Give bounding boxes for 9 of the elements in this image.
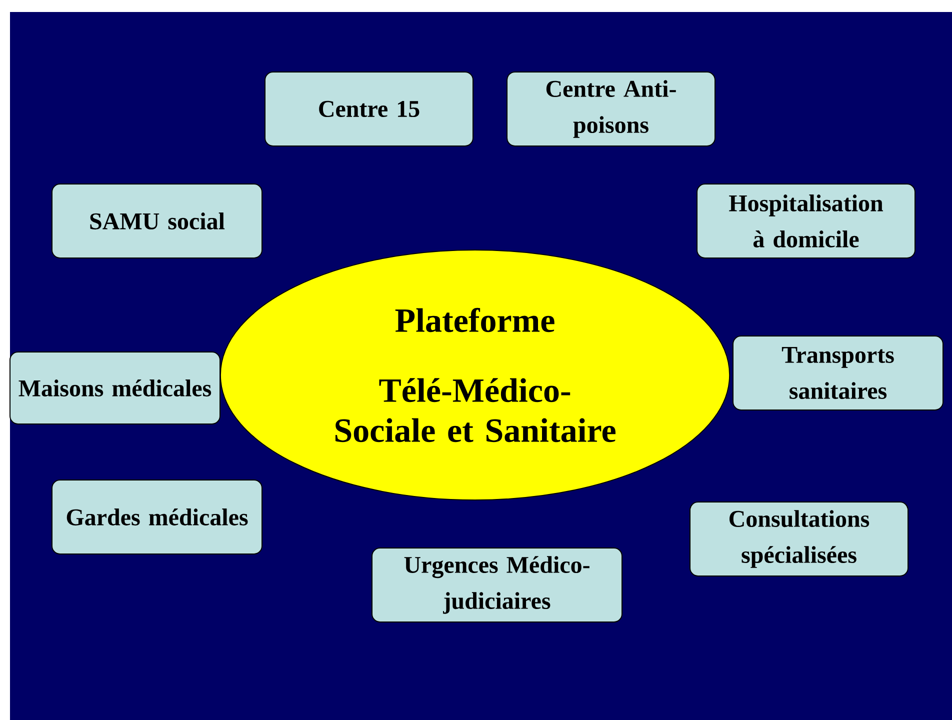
service-box: Consultations spécialisées	[690, 502, 909, 576]
service-box: SAMU social	[52, 184, 262, 258]
service-box: Transports sanitaires	[732, 336, 944, 410]
service-box: Urgences Médico-judiciaires	[372, 548, 622, 622]
service-box: Centre 15	[264, 72, 474, 146]
service-box: Gardes médicales	[52, 480, 262, 554]
service-box: Maisons médicales	[10, 352, 220, 424]
service-box: Centre Anti-poisons	[506, 72, 716, 146]
service-box: Hospitalisation à domicile	[696, 184, 916, 258]
